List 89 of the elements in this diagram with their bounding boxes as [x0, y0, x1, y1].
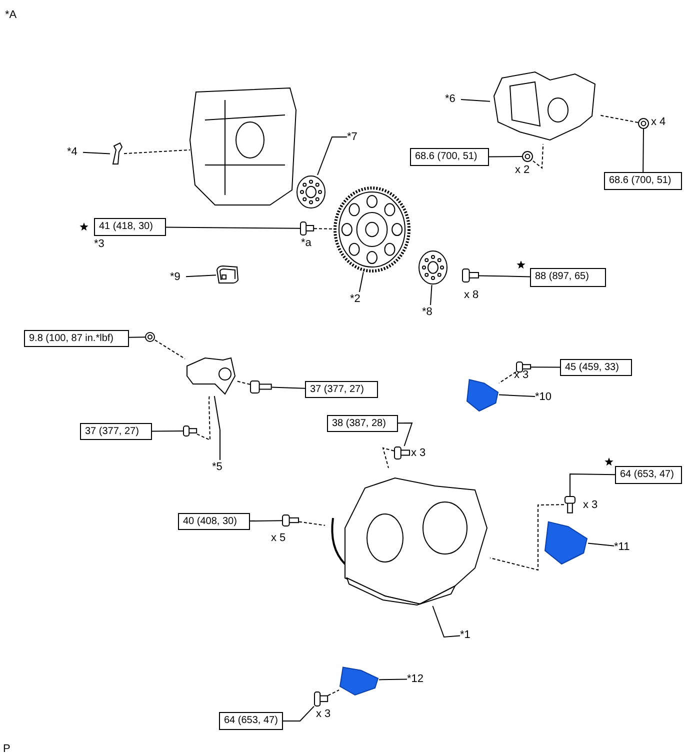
- cap-drawing: [216, 265, 239, 284]
- callout-number: *2: [350, 292, 366, 306]
- assembly-line: [328, 690, 340, 696]
- torque-value: 38 (387, 28): [327, 415, 398, 432]
- quantity-label: x 5: [271, 531, 286, 545]
- nut-drawing: [522, 151, 533, 162]
- flywheel-drawing: [334, 187, 410, 272]
- assembly-line: [382, 447, 394, 468]
- torque-value: 68.6 (700, 51): [410, 148, 489, 166]
- callout-number: *10: [535, 390, 557, 404]
- assembly-line: [236, 380, 250, 385]
- callout-number: *8: [422, 305, 438, 319]
- leader-line: [166, 226, 300, 229]
- assembly-line: [498, 371, 516, 384]
- callout-number: *9: [170, 270, 186, 284]
- callout-number: *11: [614, 540, 636, 554]
- assembly-line: [600, 114, 638, 123]
- callout-number: *3: [94, 237, 104, 251]
- leader-line: [432, 606, 460, 638]
- assembly-line: [298, 521, 326, 526]
- bolt-drawing: [183, 425, 197, 437]
- quantity-label: x 3: [514, 368, 529, 382]
- callout-number: *6: [445, 92, 461, 106]
- bolt-drawing: [564, 496, 576, 513]
- bolt-drawing: [462, 268, 479, 283]
- bolt-drawing: [282, 514, 299, 527]
- bracket-drawing: [339, 664, 379, 696]
- quantity-label: x 4: [651, 115, 666, 129]
- torque-value: 40 (408, 30): [178, 513, 250, 530]
- view-label: P: [3, 742, 10, 755]
- bolt-drawing: [250, 380, 272, 394]
- leader-line: [82, 152, 110, 154]
- view-label: *A: [5, 8, 17, 22]
- nut-drawing: [638, 118, 649, 129]
- leader-line: [430, 284, 432, 306]
- callout-number: *1: [460, 628, 476, 642]
- leader-line: [250, 520, 282, 522]
- leader-line: [214, 396, 220, 460]
- leader-line: [398, 422, 413, 446]
- bolt-drawing: [314, 691, 328, 707]
- callout-number: *12: [407, 672, 429, 686]
- leader-line: [488, 156, 522, 158]
- leader-line: [570, 474, 616, 496]
- quantity-label: x 8: [464, 288, 479, 302]
- leader-line: [272, 386, 306, 389]
- leader-line: [588, 542, 614, 546]
- spacer-plate-drawing: [418, 250, 448, 285]
- leader-line: [378, 678, 408, 680]
- assembly-line: [154, 340, 186, 360]
- engine-block-drawing: [190, 88, 296, 206]
- bolt-drawing: [300, 221, 314, 236]
- callout-number: *4: [67, 145, 83, 159]
- leader-line: [128, 336, 146, 338]
- leader-line: [186, 274, 216, 278]
- assembly-line: [124, 149, 190, 154]
- torque-value: 45 (459, 33): [560, 359, 632, 376]
- leader-line: [498, 394, 536, 397]
- torque-value: 88 (897, 65): [530, 268, 606, 287]
- quantity-label: x 3: [411, 446, 426, 460]
- torque-value: 37 (377, 27): [305, 381, 378, 398]
- bracket-drawing: [466, 376, 499, 412]
- nut-drawing: [145, 332, 155, 342]
- torque-value: 9.8 (100, 87 in.*lbf): [24, 330, 129, 347]
- torque-value: 41 (418, 30): [94, 218, 166, 236]
- leader-line: [642, 128, 644, 172]
- quantity-label: x 2: [515, 163, 530, 177]
- leader-line: [152, 430, 184, 432]
- quantity-label: x 3: [316, 707, 331, 721]
- torque-value: 64 (653, 47): [615, 466, 682, 484]
- callout-number: *a: [301, 236, 312, 250]
- quantity-label: x 3: [583, 498, 598, 512]
- callout-number: *5: [212, 460, 228, 474]
- assembly-line: [196, 396, 211, 441]
- leader-line: [478, 275, 530, 278]
- assembly-line: [490, 504, 564, 571]
- callout-number: *7: [347, 130, 363, 144]
- bolt-drawing: [394, 446, 410, 460]
- leader-line: [358, 272, 364, 292]
- clip-drawing: [110, 142, 124, 166]
- assembly-line: [532, 144, 544, 169]
- leader-line: [282, 706, 314, 722]
- leader-line: [460, 99, 490, 102]
- leader-line: [530, 366, 560, 368]
- torque-value: 64 (653, 47): [219, 712, 283, 730]
- spacer-plate-drawing: [296, 175, 326, 209]
- torque-value: 68.6 (700, 51): [604, 172, 682, 190]
- torque-value: 37 (377, 27): [80, 423, 152, 440]
- assembly-line: [314, 228, 334, 230]
- leader-line: [317, 136, 348, 176]
